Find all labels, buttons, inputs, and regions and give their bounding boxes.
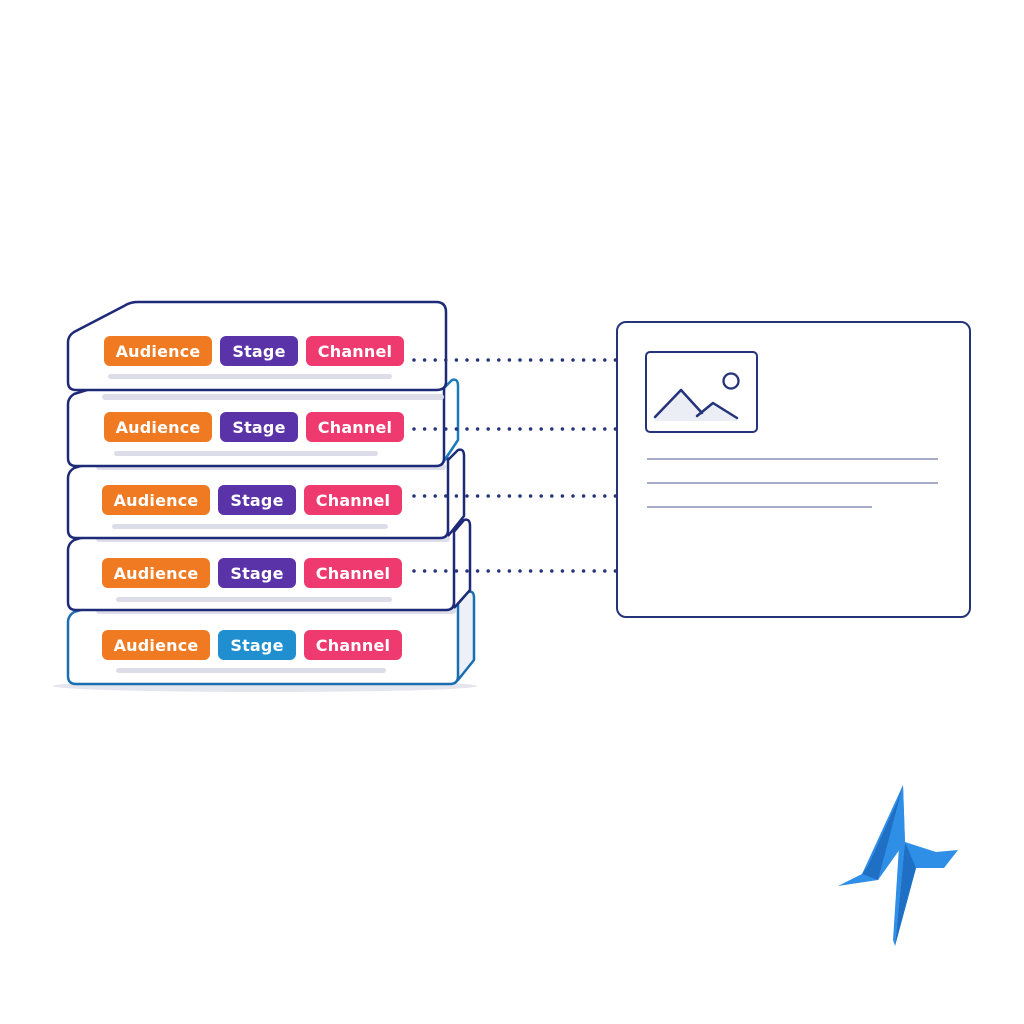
channel-tag[interactable]: Channel: [304, 485, 402, 515]
channel-tag[interactable]: Channel: [306, 412, 404, 442]
stage-tag[interactable]: Stage: [218, 558, 296, 588]
tag-row-1: Audience Stage Channel: [104, 336, 404, 366]
channel-tag[interactable]: Channel: [306, 336, 404, 366]
audience-tag[interactable]: Audience: [102, 558, 210, 588]
placeholder-line: [114, 451, 378, 456]
audience-tag[interactable]: Audience: [104, 336, 212, 366]
audience-tag[interactable]: Audience: [102, 485, 210, 515]
tag-row-5: Audience Stage Channel: [102, 630, 402, 660]
text-placeholder-line-1: [647, 458, 938, 460]
tag-row-4: Audience Stage Channel: [102, 558, 402, 588]
placeholder-line: [108, 374, 392, 379]
text-placeholder-line-2: [647, 482, 938, 484]
placeholder-line: [116, 668, 386, 673]
channel-tag[interactable]: Channel: [304, 558, 402, 588]
tag-row-3: Audience Stage Channel: [102, 485, 402, 515]
audience-tag[interactable]: Audience: [102, 630, 210, 660]
tag-row-2: Audience Stage Channel: [104, 412, 404, 442]
audience-tag[interactable]: Audience: [104, 412, 212, 442]
stage-tag[interactable]: Stage: [220, 336, 298, 366]
placeholder-line: [112, 524, 388, 529]
channel-tag[interactable]: Channel: [304, 630, 402, 660]
stage-tag[interactable]: Stage: [218, 630, 296, 660]
text-placeholder-line-3: [647, 506, 872, 508]
placeholder-line: [116, 597, 392, 602]
stage-tag[interactable]: Stage: [220, 412, 298, 442]
image-placeholder: [645, 351, 758, 433]
stage-tag[interactable]: Stage: [218, 485, 296, 515]
image-icon: [653, 372, 740, 421]
